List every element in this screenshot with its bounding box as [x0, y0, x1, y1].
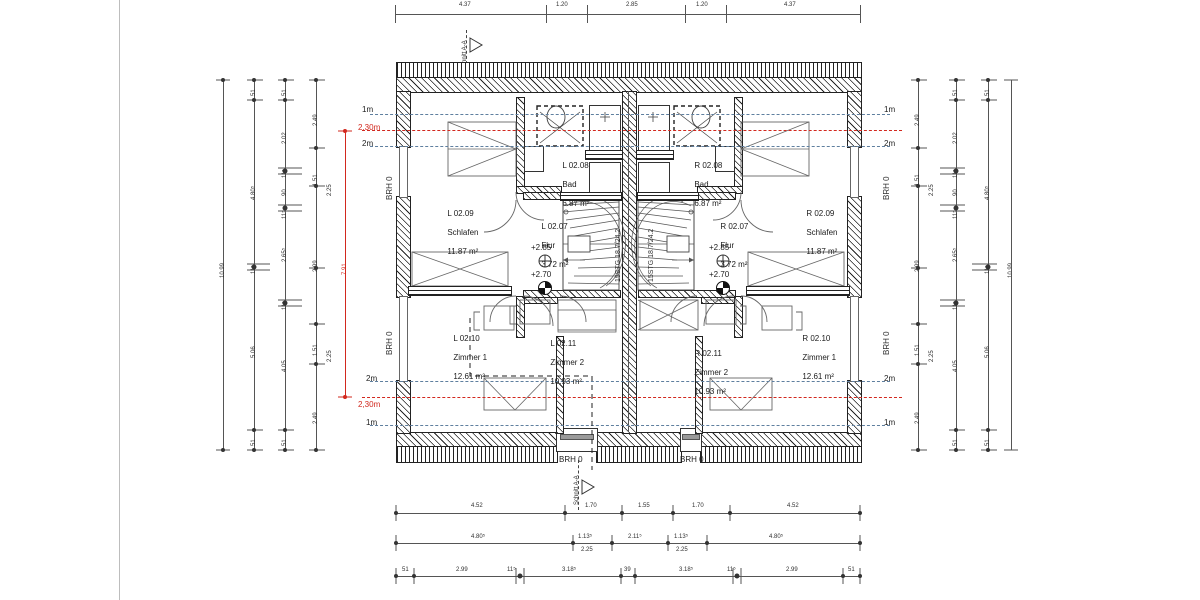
line-230m-bottom — [362, 397, 902, 398]
line-230m-top — [362, 130, 902, 131]
room-area: 12.61 m² — [802, 372, 834, 382]
room-area: 11.87 m² — [806, 247, 838, 257]
room-label-r-02-08: R 02.08 Bad 6.87 m² — [681, 152, 722, 218]
label-2m-top-right: 2m — [884, 139, 896, 148]
room-code: L 02.11 — [550, 339, 577, 349]
line-2m-top — [370, 146, 890, 147]
room-name: Flur — [720, 241, 735, 251]
room-label-r-02-09: R 02.09 Schlafen 11.87 m² — [793, 200, 837, 266]
level-right-upper: +2.85 — [709, 243, 730, 252]
room-label-r-02-10: R 02.10 Zimmer 1 12.61 m² — [789, 325, 836, 391]
dim-bot3-5: 3.18⁵ — [679, 567, 694, 573]
label-1m-top-left: 1m — [362, 105, 374, 114]
label-230m-bottom-left: 2,30m — [358, 400, 381, 409]
label-1m-top-right: 1m — [884, 105, 896, 114]
label-2m-top-left: 2m — [362, 139, 374, 148]
room-code: R 02.11 — [694, 349, 722, 359]
label-1m-bottom-right: 1m — [884, 418, 896, 427]
dim-bot1-1: 1.70 — [585, 503, 597, 509]
room-code: L 02.07 — [541, 222, 568, 232]
room-name: Bad — [562, 180, 577, 190]
room-code: L 02.08 — [562, 161, 589, 171]
dim-top-3: 1.20 — [696, 2, 708, 8]
room-area: 6.87 m² — [694, 199, 722, 209]
dim-top-1: 1.20 — [556, 2, 568, 8]
label-230m-top-left: 2,30m — [358, 123, 381, 132]
dim-bot3-2: 11⁵ — [507, 567, 516, 573]
dim-bot2-2: 2.11⁵ — [628, 534, 642, 540]
dim-bot2-sub-1: 2.25 — [676, 547, 688, 553]
window-sill-bottom-right — [682, 434, 700, 440]
dim-bot2-sub-0: 2.25 — [581, 547, 593, 553]
room-name: Bad — [694, 180, 709, 190]
dim-bot3-8: 51 — [848, 567, 855, 573]
line-1m-bottom — [370, 425, 890, 426]
dim-bot2-3: 1.13⁵ — [674, 534, 689, 540]
dim-bot3-0: 51 — [402, 567, 409, 573]
dim-bot1-3: 1.70 — [692, 503, 704, 509]
room-area: 10.93 m² — [694, 387, 726, 397]
room-code: R 02.10 — [802, 334, 831, 344]
room-area: 6.87 m² — [562, 199, 590, 209]
label-2m-bottom-right: 2m — [884, 374, 896, 383]
dim-bot3-4: 39 — [624, 567, 631, 573]
dim-bot1-2: 1.55 — [638, 503, 650, 509]
room-label-r-02-11: R 02.11 Zimmer 2 10.93 m² — [681, 340, 728, 406]
room-name: Zimmer 2 — [550, 358, 585, 368]
room-name: Zimmer 1 — [453, 353, 488, 363]
level-left-upper: +2.85 — [531, 243, 552, 252]
brh-bottom-right: BRH 0 — [680, 455, 704, 464]
dim-bot1-0: 4.52 — [471, 503, 483, 509]
label-1m-bottom-left: 1m — [366, 418, 378, 427]
room-area: 12.61 m² — [453, 372, 485, 382]
room-name: Zimmer 1 — [802, 353, 837, 363]
room-code: R 02.08 — [694, 161, 723, 171]
room-area: 11.87 m² — [447, 247, 479, 257]
room-label-l-02-11: L 02.11 Zimmer 2 10.93 m² — [537, 330, 584, 396]
dim-bot3-6: 11⁵ — [727, 567, 736, 573]
label-2m-bottom-left: 2m — [366, 374, 378, 383]
room-code: L 02.09 — [447, 209, 474, 219]
sheet-margin-line — [119, 0, 120, 600]
room-code: R 02.07 — [720, 222, 749, 232]
dim-bot2-4: 4.80⁵ — [769, 534, 784, 540]
dim-bot3-7: 2.99 — [786, 567, 798, 573]
room-name: Schlafen — [806, 228, 838, 238]
dim-bot2-1: 1.13⁵ — [578, 534, 593, 540]
brh-bottom-left: BRH 0 — [559, 455, 583, 464]
dim-top-2: 2.85 — [626, 2, 638, 8]
level-right-lower: +2.70 — [709, 270, 730, 279]
room-code: R 02.09 — [806, 209, 835, 219]
room-name: Schlafen — [447, 228, 479, 238]
line-2m-bottom — [370, 381, 890, 382]
dim-bot2-0: 4.80⁵ — [471, 534, 486, 540]
window-sill-bottom-left — [560, 434, 594, 440]
room-name: Zimmer 2 — [694, 368, 729, 378]
level-left-lower: +2.70 — [531, 270, 552, 279]
room-label-l-02-09: L 02.09 Schlafen 11.87 m² — [434, 200, 478, 266]
dim-bot1-4: 4.52 — [787, 503, 799, 509]
dim-top-4: 4.37 — [784, 2, 796, 8]
dim-top-0: 4.37 — [459, 2, 471, 8]
line-1m-top — [370, 114, 890, 115]
dim-bot3-3: 3.18⁵ — [562, 567, 577, 573]
room-label-l-02-08: L 02.08 Bad 6.87 m² — [549, 152, 589, 218]
room-name: Flur — [541, 241, 556, 251]
dim-bot3-1: 2.99 — [456, 567, 468, 573]
room-area: 10.93 m² — [550, 377, 582, 387]
